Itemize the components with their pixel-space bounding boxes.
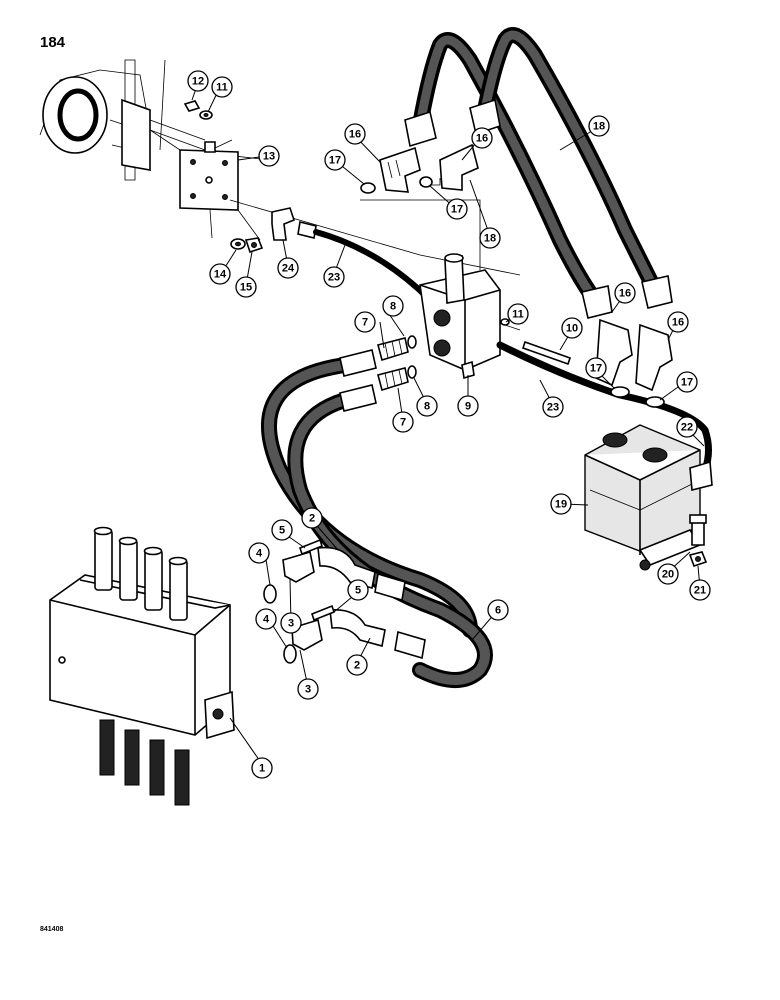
callout-label: 3 <box>305 684 311 696</box>
callout-c8a: 8 <box>382 295 404 317</box>
plate-hardware <box>183 100 264 254</box>
control-valve-fittings <box>263 538 386 664</box>
callout-label: 22 <box>681 422 693 434</box>
callout-label: 11 <box>512 309 524 321</box>
callout-label: 3 <box>288 618 294 630</box>
callout-label: 7 <box>400 417 406 429</box>
callout-c19: 19 <box>550 493 572 515</box>
callout-label: 20 <box>662 569 674 581</box>
callout-label: 4 <box>256 548 263 560</box>
callout-label: 1 <box>259 763 265 775</box>
callout-c9: 9 <box>457 395 479 417</box>
callout-label: 16 <box>619 288 631 300</box>
callout-c5b: 5 <box>347 579 369 601</box>
callout-label: 14 <box>214 269 227 281</box>
callout-c16b: 16 <box>471 127 493 149</box>
callout-c8b: 8 <box>416 395 438 417</box>
callout-label: 8 <box>390 301 396 313</box>
callout-label: 15 <box>240 282 252 294</box>
control-valve <box>49 526 235 806</box>
callout-label: 23 <box>328 272 340 284</box>
drawing-id: 841408 <box>40 926 64 933</box>
bolt <box>521 340 572 366</box>
callout-c18b: 18 <box>479 227 501 249</box>
callout-label: 21 <box>694 585 706 597</box>
callout-label: 11 <box>216 82 228 94</box>
callout-c24: 24 <box>277 257 299 279</box>
callout-label: 4 <box>263 614 270 626</box>
hydraulic-pump <box>584 424 713 571</box>
upper-elbow-fittings <box>360 143 479 194</box>
machine-frame-background <box>39 59 271 181</box>
callout-c2a: 2 <box>301 507 323 529</box>
callout-label: 16 <box>672 317 684 329</box>
callout-label: 9 <box>465 401 471 413</box>
callout-c13: 13 <box>258 145 280 167</box>
callout-c2b: 2 <box>346 654 368 676</box>
callout-c11b: 11 <box>507 303 529 325</box>
callout-c20: 20 <box>657 563 679 585</box>
callout-label: 2 <box>354 660 360 672</box>
callout-c7b: 7 <box>392 411 414 433</box>
callout-label: 10 <box>566 323 578 335</box>
callout-c10: 10 <box>561 317 583 339</box>
callout-c4a: 4 <box>248 542 270 564</box>
page-number: 184 <box>40 34 66 51</box>
callout-label: 24 <box>282 263 295 275</box>
callout-c23a: 23 <box>323 266 345 288</box>
callout-label: 23 <box>547 402 559 414</box>
callout-c22: 22 <box>676 416 698 438</box>
callout-label: 5 <box>355 585 361 597</box>
callout-c11a: 11 <box>211 76 233 98</box>
pump-hoses <box>404 27 673 319</box>
callout-c16d: 16 <box>667 311 689 333</box>
callout-label: 18 <box>484 233 496 245</box>
callout-c15: 15 <box>235 276 257 298</box>
callout-c17b: 17 <box>446 198 468 220</box>
callout-label: 19 <box>555 499 567 511</box>
pump-mount-hardware <box>688 514 708 568</box>
callout-c16c: 16 <box>614 282 636 304</box>
callout-c17a: 17 <box>324 149 346 171</box>
valve-adapters <box>377 335 417 392</box>
callout-c16a: 16 <box>344 123 366 145</box>
callout-label: 16 <box>476 133 488 145</box>
callout-c7a: 7 <box>354 311 376 333</box>
callout-c3a: 3 <box>280 612 302 634</box>
callout-c3b: 3 <box>297 678 319 700</box>
callout-label: 13 <box>263 151 275 163</box>
callout-label: 18 <box>593 121 605 133</box>
callout-c6: 6 <box>487 599 509 621</box>
small-elbow-fitting <box>271 207 317 241</box>
callout-c12: 12 <box>187 70 209 92</box>
priority-valve-block <box>419 253 510 380</box>
callout-c17c: 17 <box>585 357 607 379</box>
callout-label: 17 <box>590 363 602 375</box>
callout-label: 12 <box>192 76 204 88</box>
callout-label: 5 <box>279 525 285 537</box>
callout-c17d: 17 <box>676 371 698 393</box>
callout-label: 6 <box>495 605 501 617</box>
callout-c14: 14 <box>209 263 231 285</box>
callout-label: 16 <box>349 129 361 141</box>
mounting-plate <box>179 141 239 211</box>
callout-label: 2 <box>309 513 315 525</box>
callout-c4b: 4 <box>255 608 277 630</box>
callout-c18a: 18 <box>588 115 610 137</box>
callout-c23b: 23 <box>542 396 564 418</box>
callout-label: 7 <box>362 317 368 329</box>
callout-label: 17 <box>681 377 693 389</box>
callout-label: 17 <box>451 204 463 216</box>
callout-c1: 1 <box>251 757 273 779</box>
callout-c21: 21 <box>689 579 711 601</box>
callout-label: 8 <box>424 401 430 413</box>
callout-c5a: 5 <box>271 519 293 541</box>
callout-label: 17 <box>329 155 341 167</box>
